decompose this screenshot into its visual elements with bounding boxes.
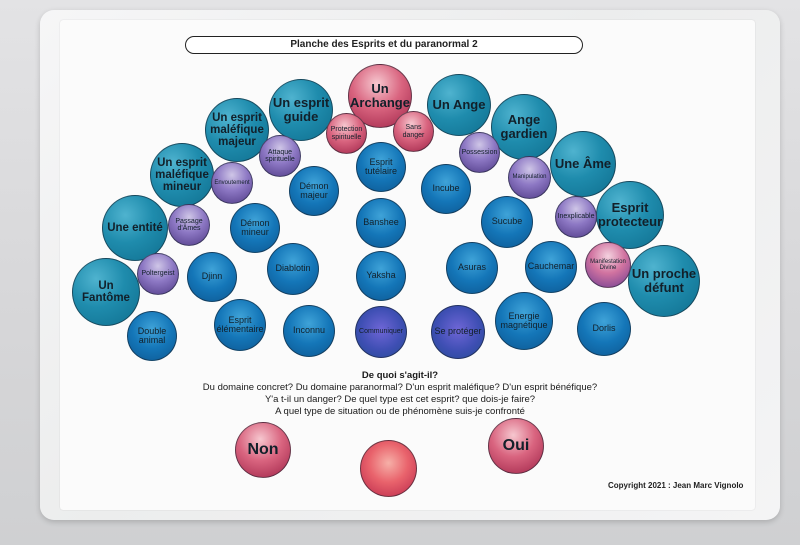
bubble-se-proteger[interactable]: Se protéger [431,305,485,359]
bubble-incube[interactable]: Incube [421,164,471,214]
bubble-energie-magnetique[interactable]: Energie magnétique [495,292,553,350]
bubble-inconnu[interactable]: Inconnu [283,305,335,357]
bubble-diablotin[interactable]: Diablotin [267,243,319,295]
answer-non-button[interactable]: Non [235,422,291,478]
bubble-ange-gardien[interactable]: Ange gardien [491,94,557,160]
question-line-1: Du domaine concret? Du domaine paranorma… [202,382,598,393]
bubble-cauchemar[interactable]: Cauchemar [525,241,577,293]
bubble-envoutement[interactable]: Envoutement [211,162,253,204]
bubble-dorlis[interactable]: Dorlis [577,302,631,356]
bubble-une-ame[interactable]: Une Âme [550,131,616,197]
bubble-attaque-spirituelle[interactable]: Attaque spirituelle [259,135,301,177]
bubble-poltergeist[interactable]: Poltergeist [137,253,179,295]
bubble-une-entite[interactable]: Une entité [102,195,168,261]
bubble-esprit-malefique-mineur[interactable]: Un esprit maléfique mineur [150,143,214,207]
bubble-esprit-protecteur[interactable]: Esprit protecteur [596,181,664,249]
bubble-manifestation-divine[interactable]: Manifestation Divine [585,242,631,288]
bubble-esprit-guide[interactable]: Un esprit guide [269,79,333,141]
bubble-passage-ames[interactable]: Passage d'Âmes [168,204,210,246]
bubble-esprit-elementaire[interactable]: Esprit élémentaire [214,299,266,351]
bubble-asuras[interactable]: Asuras [446,242,498,294]
bubble-communiquer[interactable]: Communiquer [355,306,407,358]
question-line-2: Y'a t-il un danger? De quel type est cet… [264,394,536,405]
copyright: Copyright 2021 : Jean Marc Vignolo [608,481,744,490]
question-line-3: A quel type de situation ou de phénomène… [275,406,525,417]
bubble-sans-danger[interactable]: Sans danger [393,111,434,152]
bubble-un-fantome[interactable]: Un Fantôme [72,258,140,326]
bubble-ange[interactable]: Un Ange [427,74,491,136]
bubble-double-animal[interactable]: Double animal [127,311,177,361]
bubble-manipulation[interactable]: Manipulation [508,156,551,199]
bubble-protection-spirituelle[interactable]: Protection spirituelle [326,113,367,154]
answer-center-button[interactable] [360,440,417,497]
bubble-demon-mineur[interactable]: Démon mineur [230,203,280,253]
bubble-demon-majeur[interactable]: Démon majeur [289,166,339,216]
bubble-djinn[interactable]: Djinn [187,252,237,302]
bubble-un-proche-defunt[interactable]: Un proche défunt [628,245,700,317]
bubble-banshee[interactable]: Banshee [356,198,406,248]
bubble-inexplicable[interactable]: Inexplicable [555,196,597,238]
bubble-esprit-tutelaire[interactable]: Esprit tutélaire [356,142,406,192]
bubble-esprit-malefique-majeur[interactable]: Un esprit maléfique majeur [205,98,269,162]
board-title: Planche des Esprits et du paranormal 2 [185,36,583,54]
bubble-sucube[interactable]: Sucube [481,196,533,248]
answer-oui-button[interactable]: Oui [488,418,544,474]
question-title: De quoi s'agit-il? [361,370,439,381]
bubble-yaksha[interactable]: Yaksha [356,251,406,301]
bubble-possession[interactable]: Possession [459,132,500,173]
